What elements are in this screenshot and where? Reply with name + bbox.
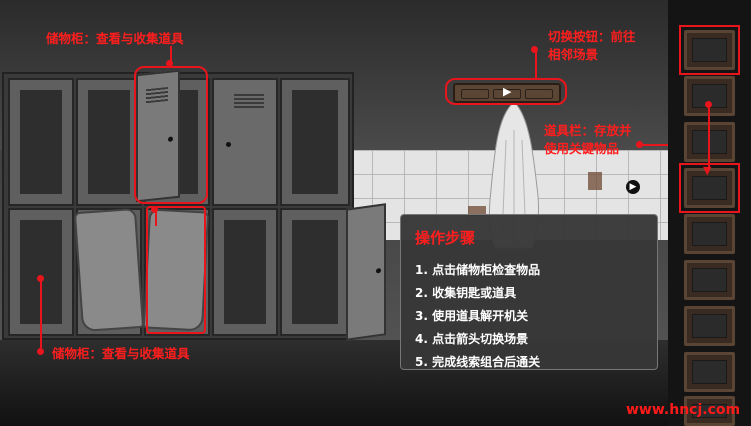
- arrow-down-icon: ▼: [703, 164, 712, 177]
- instructions-panel: 操作步骤 1. 点击储物柜检查物品 2. 收集钥匙或道具 3. 使用道具解开机关…: [400, 214, 658, 370]
- inventory-slot-7[interactable]: [684, 306, 735, 346]
- locker-top-1[interactable]: [8, 78, 74, 206]
- locker-bottom-5[interactable]: [280, 208, 350, 336]
- step-item: 4. 点击箭头切换场景: [415, 332, 529, 346]
- stain: [468, 206, 486, 216]
- play-icon[interactable]: ▶: [503, 85, 512, 98]
- locker-top-5[interactable]: [280, 78, 350, 206]
- stain: [588, 172, 602, 190]
- play-icon[interactable]: ▶: [626, 180, 640, 194]
- annotation-locker-top: 储物柜：查看与收集道具: [46, 31, 184, 46]
- steps-list: 1. 点击储物柜检查物品 2. 收集钥匙或道具 3. 使用道具解开机关 4. 点…: [415, 259, 540, 374]
- open-locker-door[interactable]: [346, 203, 386, 341]
- locker-bottom-4[interactable]: [212, 208, 278, 336]
- annotation-inventory: 道具栏：存放并使用关键物品: [544, 123, 632, 156]
- annotation-switch-button: 切换按钮：前往相邻场景: [548, 29, 636, 62]
- annotation-locker-bottom: 储物柜：查看与收集道具: [52, 346, 190, 361]
- inventory-bar: ▼: [668, 0, 751, 426]
- inventory-slot-1[interactable]: [684, 30, 735, 70]
- scene-switch-plaque[interactable]: ▶: [453, 83, 561, 103]
- locker-highlight-top: [134, 66, 208, 204]
- inventory-slot-9[interactable]: [684, 396, 735, 426]
- watermark: www.hncj.com: [626, 402, 741, 418]
- locker-room-scene: ▶ ▶ 储物柜：查看与收集道具 储物柜：查看与收集道具 切换按钮：前往相邻场景 …: [0, 0, 668, 426]
- inventory-slot-5[interactable]: [684, 214, 735, 254]
- inventory-slot-6[interactable]: [684, 260, 735, 300]
- step-item: 3. 使用道具解开机关: [415, 309, 529, 323]
- locker-top-4[interactable]: [212, 78, 278, 206]
- step-item: 5. 完成线索组合后通关: [415, 355, 541, 369]
- step-item: 2. 收集钥匙或道具: [415, 286, 517, 300]
- inventory-slot-8[interactable]: [684, 352, 735, 392]
- crumpled-locker-door[interactable]: [73, 207, 145, 333]
- locker-highlight-bottom: [146, 206, 206, 334]
- panel-title: 操作步骤: [415, 229, 476, 247]
- locker-top-2[interactable]: [76, 78, 142, 206]
- step-item: 1. 点击储物柜检查物品: [415, 263, 541, 277]
- switch-button-highlight: [445, 78, 567, 105]
- inventory-highlight: [679, 25, 740, 75]
